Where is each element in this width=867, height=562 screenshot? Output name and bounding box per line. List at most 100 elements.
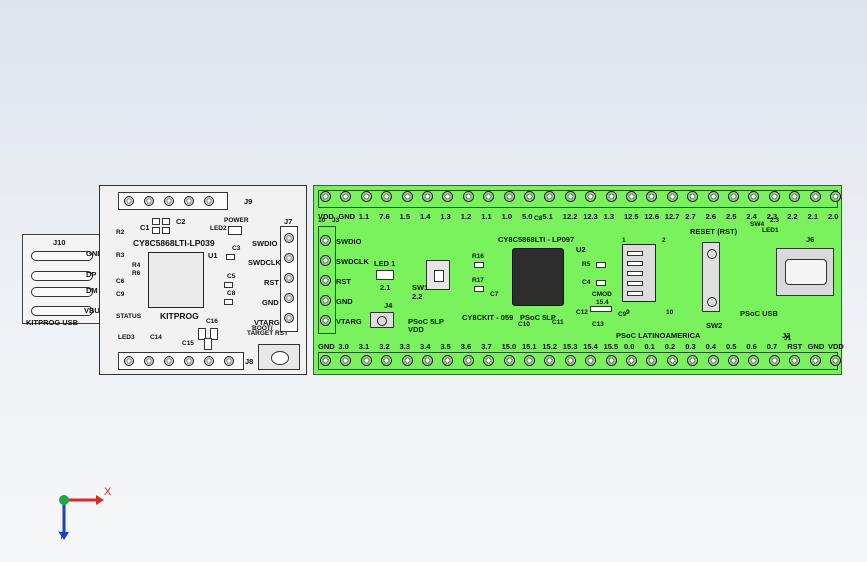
psoc-mcu [512, 248, 564, 306]
bottom-pin-label: 15.1 [522, 342, 537, 351]
top-pin-label: 1.1 [358, 212, 370, 221]
top-pin [544, 191, 556, 202]
status-label: STATUS [116, 313, 142, 320]
bottom-pin [503, 355, 515, 366]
left-header-ref: 10 [318, 217, 326, 224]
bottom-pin [340, 355, 352, 366]
sw2-label: SW2 [706, 321, 723, 330]
top-pin [401, 191, 413, 202]
reset-switch[interactable] [702, 242, 720, 312]
header-pin [144, 196, 154, 206]
bottom-pin [564, 355, 576, 366]
cap-label: C8 [227, 290, 236, 297]
top-pin [666, 191, 678, 202]
bottom-pin-header [318, 352, 838, 370]
smd-part [226, 254, 235, 260]
smd-part [596, 262, 606, 268]
j6-label: J6 [806, 235, 815, 244]
top-pin-label: 1.3 [603, 212, 615, 221]
bottom-pin [626, 355, 637, 366]
cmod-label: CMOD [592, 291, 612, 298]
sw4-label: SW4 [750, 221, 765, 228]
bottom-pin-label: 3.7 [481, 342, 492, 351]
target-reset-button[interactable] [258, 344, 300, 370]
led-part [376, 270, 394, 280]
top-pin [422, 191, 433, 202]
top-pin [748, 191, 760, 202]
res-label: R4 [132, 262, 141, 269]
header-pin [184, 196, 194, 206]
u2-label: U2 [576, 245, 586, 254]
top-pin [340, 191, 352, 202]
bottom-pin-label: 0.7 [766, 342, 778, 351]
part-label: C10 [518, 321, 530, 328]
smd-part [590, 306, 612, 312]
top-pin-label: 5.1 [542, 212, 553, 221]
kitprog-brand: KITPROG [160, 311, 199, 321]
top-pin [360, 191, 372, 202]
header-pin [284, 293, 294, 303]
part-label: C8 [534, 215, 543, 222]
top-pin [626, 191, 637, 202]
pin-header-j9 [118, 192, 228, 210]
top-pin [320, 191, 331, 202]
cap-label: C6 [116, 278, 125, 285]
cap-label: C3 [232, 245, 241, 252]
bottom-pin-label: 3.5 [440, 342, 451, 351]
usb-pin-label: GND [86, 249, 103, 258]
res-label: R6 [132, 270, 141, 277]
top-pin-header [318, 190, 838, 208]
usb-pin-label: DP [86, 270, 97, 279]
usb-pin-label: VBUS [84, 306, 105, 315]
user-switch[interactable] [426, 260, 450, 290]
bottom-pin-label: 3.3 [399, 342, 411, 351]
kitprog-side-label: GND [262, 298, 279, 307]
usb-caption: KITPROG USB [26, 318, 79, 327]
zif-slot [627, 291, 643, 296]
sw1-pin: 2.2 [412, 292, 423, 301]
left-pin [320, 315, 331, 326]
j4-header [370, 312, 394, 328]
j2-label: J2 [782, 331, 791, 340]
psoc-usb-label: PSoC USB [740, 309, 778, 318]
header-pin [284, 273, 294, 283]
bottom-pin-label: 15.0 [501, 342, 517, 351]
sw1-label: SW1 [412, 283, 429, 292]
smd-part [152, 227, 160, 234]
bottom-pin [544, 355, 556, 366]
bottom-pin [707, 355, 719, 366]
bottom-pin [789, 355, 801, 366]
kitprog-board: J9 J8 C1 C2 CY8C5868LTI-LP039 U1 KITPROG… [99, 185, 307, 375]
part-label: C4 [582, 279, 591, 286]
j4-label: J4 [384, 301, 393, 310]
kit-label: CY8CKIT - 059 [462, 313, 514, 322]
bottom-pin-label: 15.5 [603, 342, 619, 351]
axis-triad [59, 495, 104, 540]
top-pin-label: 2.4 [746, 212, 757, 221]
led1-pin: 2.1 [380, 283, 391, 292]
top-pin-label: 12.2 [562, 212, 578, 221]
left-header-ref-2: J3 [332, 217, 340, 224]
top-pin [442, 191, 454, 202]
left-pin [320, 255, 331, 266]
top-pin-label: 12.3 [583, 212, 598, 221]
top-pin-label: VDD [318, 212, 334, 221]
bottom-pin-label: 0.6 [746, 342, 757, 351]
top-pin-label: GND [338, 212, 356, 221]
bottom-pin [809, 355, 821, 366]
pin-row-label: 2.3 [770, 217, 780, 224]
res-label: R2 [116, 229, 125, 236]
part-label: C7 [490, 291, 499, 298]
header-pin [224, 356, 234, 366]
left-pin-label: RST [336, 277, 351, 286]
bottom-pin [605, 355, 617, 366]
zif-pin-number: 2 [662, 237, 666, 244]
bottom-pin-label: 3.2 [379, 342, 390, 351]
bottom-pin [442, 355, 454, 366]
top-pin [564, 191, 576, 202]
left-pin-label: GND [336, 297, 353, 306]
header-pin [184, 356, 194, 366]
y-axis-label: Y [58, 530, 66, 542]
zif-slot [627, 261, 643, 266]
top-pin [830, 191, 841, 202]
